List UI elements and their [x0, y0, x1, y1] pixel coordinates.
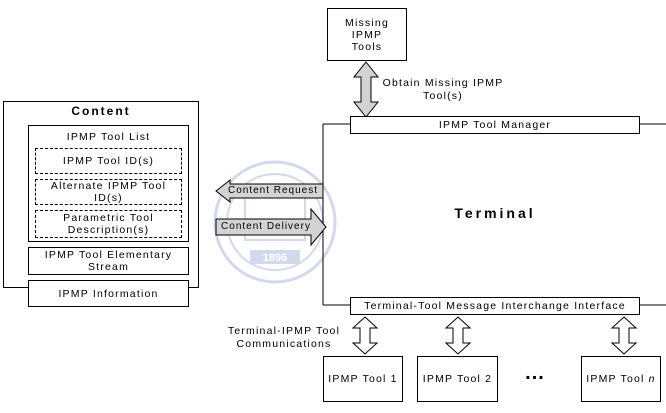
tool-manager-bar: IPMP Tool Manager: [350, 116, 640, 134]
content-request-arrow: [215, 178, 324, 204]
university-seal-watermark: 1896: [213, 160, 337, 284]
tool1-double-arrow: [351, 316, 379, 355]
tool-list-title: IPMP Tool List: [66, 131, 151, 143]
elementary-stream-label: IPMP Tool Elementary Stream: [44, 249, 173, 273]
ipmp-tool-1-box: IPMP Tool 1: [323, 356, 403, 402]
alternate-ids-label: Alternate IPMP Tool ID(s): [50, 180, 167, 204]
svg-text:1896: 1896: [263, 252, 287, 264]
tool-ids-box: IPMP Tool ID(s): [35, 148, 182, 174]
tool-communications-label: Terminal-IPMP Tool Communications: [227, 325, 341, 350]
alternate-ids-box: Alternate IPMP Tool ID(s): [35, 179, 182, 205]
content-request-label: Content Request: [227, 185, 319, 196]
tool-ids-label: IPMP Tool ID(s): [62, 155, 155, 167]
missing-tools-label: Missing IPMP Tools: [345, 16, 389, 53]
terminal-label: Terminal: [454, 205, 536, 221]
ipmp-tool-n-prefix: IPMP Tool: [586, 373, 649, 385]
ipmp-tool-n-label: IPMP Tool n: [586, 373, 655, 385]
ipmp-tool-1-label: IPMP Tool 1: [328, 373, 398, 385]
tools-ellipsis: ...: [525, 362, 545, 384]
content-title: Content: [71, 104, 131, 118]
missing-tools-box: Missing IPMP Tools: [327, 8, 407, 61]
obtain-missing-label: Obtain Missing IPMP Tool(s): [382, 77, 504, 102]
ipmp-tool-n-box: IPMP Tool n: [581, 356, 661, 402]
ipmp-tool-n-suffix: n: [648, 373, 656, 385]
interchange-label: Terminal-Tool Message Interchange Interf…: [364, 300, 626, 312]
parametric-label: Parametric Tool Description(s): [63, 212, 154, 236]
content-delivery-label: Content Delivery: [221, 221, 311, 232]
interchange-bar: Terminal-Tool Message Interchange Interf…: [350, 297, 640, 315]
ipmp-tool-2-label: IPMP Tool 2: [422, 373, 493, 385]
information-label: IPMP Information: [58, 287, 159, 300]
parametric-box: Parametric Tool Description(s): [35, 210, 182, 238]
ipmp-tool-2-box: IPMP Tool 2: [417, 356, 498, 402]
tool2-double-arrow: [444, 316, 472, 355]
content-delivery-arrow: [215, 207, 327, 247]
tooln-double-arrow: [610, 316, 638, 355]
obtain-missing-arrow: [352, 61, 380, 118]
information-box: IPMP Information: [28, 280, 189, 307]
tool-manager-label: IPMP Tool Manager: [438, 119, 552, 131]
elementary-stream-box: IPMP Tool Elementary Stream: [28, 247, 189, 275]
